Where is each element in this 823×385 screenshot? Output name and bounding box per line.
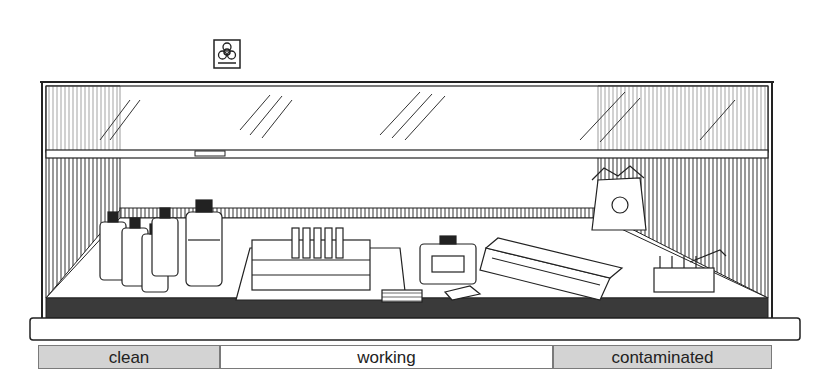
zone-label: clean (109, 349, 150, 366)
glass-reflection (392, 94, 432, 138)
pipette-aid (445, 286, 480, 300)
glass-reflection (600, 98, 640, 142)
glass-reflection (250, 96, 282, 135)
glass-reflection (580, 92, 625, 140)
frame-side (771, 82, 773, 318)
tube (695, 256, 696, 268)
biohazard-symbol (228, 51, 236, 59)
glass-reflection (700, 100, 735, 140)
tube (683, 256, 684, 268)
zone-band: clean (38, 345, 220, 369)
bottle-cap (130, 218, 140, 228)
test-tube (336, 228, 343, 258)
waste-bottle (420, 244, 476, 284)
cord (690, 250, 726, 262)
sign-plate (214, 40, 240, 68)
tray-lid (486, 238, 622, 278)
zone-label: contaminated (611, 349, 713, 366)
bottle (152, 218, 178, 276)
zone-band: working (220, 345, 553, 369)
bottle-cap (440, 236, 456, 244)
biohazard-bag (592, 178, 646, 230)
working-items (236, 228, 480, 302)
glass-reflection (110, 100, 140, 140)
zone-label: working (357, 349, 416, 366)
zone-band: contaminated (553, 345, 772, 369)
test-tube (314, 228, 321, 258)
rack-row (252, 274, 370, 275)
biohazard-symbol (218, 62, 236, 64)
glass-reflection (405, 96, 445, 140)
tube (671, 256, 672, 268)
bag-top (592, 166, 644, 180)
glass-reflection (100, 92, 735, 142)
bottle (186, 212, 222, 286)
front-lip (30, 318, 800, 340)
contaminated-items (480, 166, 726, 300)
glass-reflection (262, 100, 292, 138)
tube-rack (252, 240, 370, 290)
bottle-cap (108, 212, 118, 222)
glass-reflection (240, 95, 270, 130)
frame-side (41, 82, 43, 318)
glass-sash (46, 86, 768, 152)
liquid-level (188, 239, 220, 240)
test-tube (325, 228, 332, 258)
media-bottles (100, 200, 222, 292)
work-surface (46, 218, 768, 298)
frame-top (40, 81, 774, 83)
biohazard-sign (214, 40, 240, 68)
bottle-label (432, 256, 464, 272)
cabinet-frame (30, 82, 800, 340)
bottle-cap (196, 200, 212, 212)
test-tubes (292, 228, 343, 258)
biohazard-symbol (223, 43, 231, 51)
rack-row (252, 259, 370, 260)
sash-bar (46, 150, 768, 158)
pipette-tray (382, 290, 422, 302)
test-tube (292, 228, 299, 258)
tube (659, 256, 660, 268)
sash-handle (195, 151, 225, 156)
small-rack (654, 268, 714, 292)
bag-symbol (612, 197, 628, 213)
tray-line (492, 258, 600, 285)
biohazard-symbol (219, 51, 227, 59)
bottle-cap (160, 208, 170, 218)
test-tube (303, 228, 310, 258)
